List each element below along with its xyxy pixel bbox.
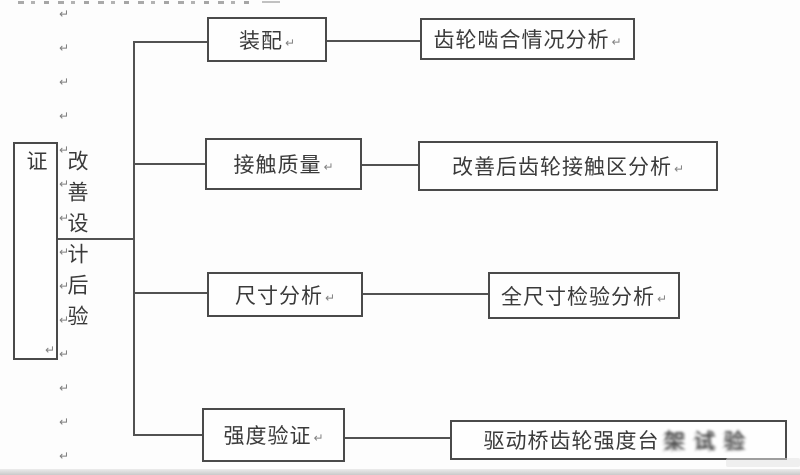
detail-label: 全尺寸检验分析 [500,285,655,309]
detail-box-bench-test: 驱动桥齿轮强度台架试验 [450,420,787,460]
paragraph-return-mark-icon: ↵ [59,109,70,123]
bottom-scan-band [0,469,800,475]
return-mark-icon: ↵ [656,291,668,306]
connector-detail-4 [344,437,451,439]
paragraph-return-mark-icon: ↵ [59,279,70,293]
scan-artifact [726,458,800,467]
paragraph-return-mark-icon: ↵ [59,347,70,361]
clipped-text-remnant [18,1,254,4]
paragraph-return-mark-icon: ↵ [59,449,70,463]
paragraph-return-mark-icon: ↵ [59,313,70,327]
category-box-contact-quality: 接触质量↵ [205,138,362,190]
category-label: 强度验证 [223,425,312,448]
category-label: 装配 [238,29,283,53]
paragraph-return-mark-icon: ↵ [59,41,70,55]
clipped-text-remnant [262,1,280,3]
connector-branch-1 [133,41,208,43]
connector-detail-2 [361,164,419,166]
paragraph-return-mark-icon: ↵ [59,381,70,395]
category-box-strength-verification: 强度验证↵ [202,408,345,462]
root-node-box: 改善设计后验证 ↵ [13,142,88,360]
category-box-assembly: 装配↵ [207,17,327,62]
paragraph-return-mark-icon: ↵ [59,7,70,21]
detail-label: 驱动桥齿轮强度台 [483,430,660,453]
detail-label: 齿轮啮合情况分析 [433,29,610,52]
return-mark-icon: ↵ [284,35,296,50]
root-node-label: 改善设计后验证 [24,150,88,336]
paragraph-return-mark-icon: ↵ [59,211,70,225]
connector-branch-4 [133,434,203,436]
connector-branch-2 [133,163,206,165]
connector-detail-3 [362,293,489,295]
connector-root-stem [58,238,134,240]
connector-trunk [133,41,135,436]
paragraph-return-mark-icon: ↵ [59,143,70,157]
paragraph-return-mark-icon: ↵ [59,75,70,89]
return-mark-icon: ↵ [611,35,622,49]
category-label: 接触质量 [233,154,322,177]
return-mark-icon: ↵ [324,290,336,305]
detail-label-ghosted: 架试验 [663,430,754,453]
return-mark-icon: ↵ [673,162,685,176]
detail-box-full-dimension-inspection: 全尺寸检验分析↵ [488,272,680,319]
detail-box-contact-zone-analysis: 改善后齿轮接触区分析↵ [418,141,718,191]
category-label: 尺寸分析 [234,284,323,308]
paragraph-return-mark-icon: ↵ [59,245,70,259]
return-mark-icon: ↵ [44,343,55,357]
return-mark-icon: ↵ [313,431,324,445]
paragraph-return-mark-icon: ↵ [59,415,70,429]
return-mark-icon: ↵ [323,160,334,174]
detail-box-gear-mesh-analysis: 齿轮啮合情况分析↵ [420,18,635,60]
connector-detail-1 [326,40,421,42]
paragraph-return-mark-icon: ↵ [59,177,70,191]
detail-label: 改善后齿轮接触区分析 [451,156,672,179]
category-box-dimension-analysis: 尺寸分析↵ [207,272,363,317]
connector-branch-3 [133,292,208,294]
